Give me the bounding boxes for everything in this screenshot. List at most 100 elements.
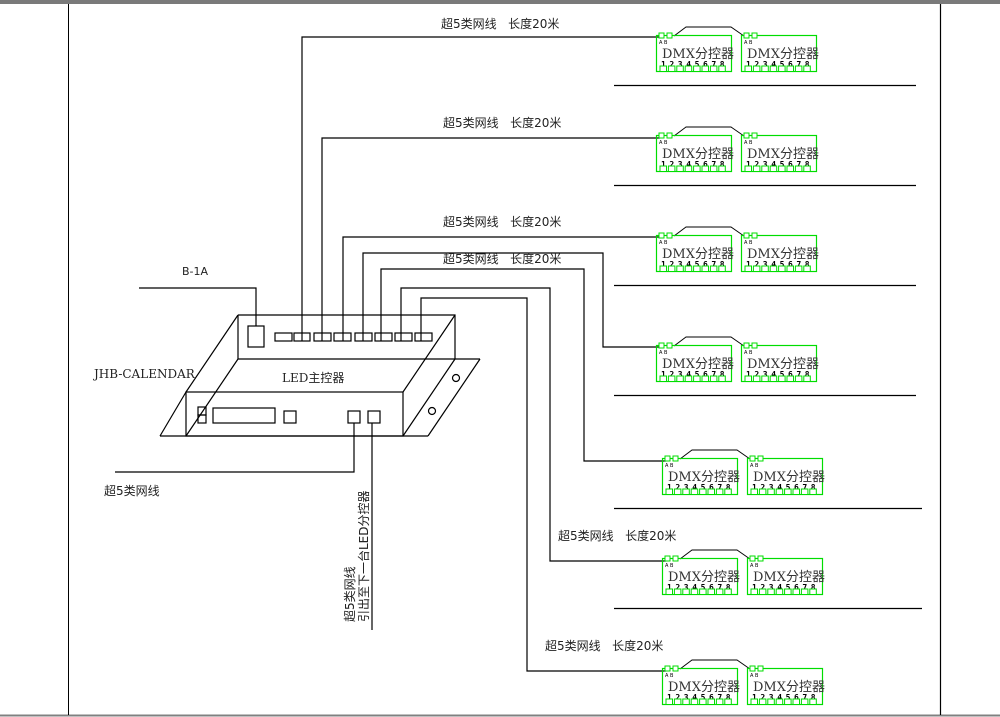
- cable-length-label: 超5类网线 长度20米: [558, 528, 676, 543]
- ab-label: A B: [659, 140, 668, 146]
- bottom-cable-line: [115, 423, 355, 473]
- output-port: [800, 698, 809, 705]
- output-port: [784, 698, 792, 705]
- output-pin-label: 6: [794, 483, 799, 492]
- output-pin-label: 4: [771, 160, 776, 169]
- output-pin-label: 2: [669, 160, 674, 169]
- output-port: [744, 65, 752, 72]
- cable-length-label: 超5类网线 长度20米: [443, 214, 561, 229]
- output-pin-label: 7: [717, 483, 722, 492]
- output-pin-label: 1: [667, 483, 672, 492]
- output-port: [752, 265, 761, 272]
- output-pin-label: 8: [811, 583, 816, 592]
- output-port: [701, 65, 709, 72]
- output-pin-label: 8: [805, 160, 810, 169]
- bottom-cable-label: 超5类网线: [104, 483, 160, 498]
- mount-hole-icon: [451, 373, 461, 383]
- output-pin-label: 4: [686, 260, 691, 269]
- output-port: [803, 65, 811, 72]
- output-pin-label: 1: [661, 370, 666, 379]
- output-pin-label: 6: [788, 60, 793, 69]
- daisy-chain-link: [673, 336, 745, 347]
- display-panel: [212, 407, 276, 424]
- cable-length-label: 超5类网线 长度20米: [441, 16, 559, 31]
- output-pin-label: 1: [667, 583, 672, 592]
- output-port: [718, 265, 726, 272]
- splitter-label: DMX分控器: [747, 147, 819, 162]
- output-pin-label: 5: [701, 583, 706, 592]
- output-port: [667, 165, 676, 172]
- output-port: [809, 488, 817, 495]
- output-port: [784, 488, 792, 495]
- output-port: [786, 265, 794, 272]
- output-port: [676, 65, 684, 72]
- output-pin-label: 8: [726, 693, 731, 702]
- controller-name-label: LED主控器: [282, 371, 344, 385]
- output-port: [701, 265, 709, 272]
- output-pin-label: 8: [726, 483, 731, 492]
- output-port: [792, 488, 800, 495]
- port-b: [751, 32, 758, 39]
- ab-label: A B: [744, 40, 753, 46]
- daisy-chain-link: [673, 126, 745, 137]
- output-port: [684, 265, 693, 272]
- splitter-label: DMX分控器: [753, 470, 825, 485]
- output-pin-label: 5: [780, 260, 785, 269]
- output-pin-label: 1: [746, 370, 751, 379]
- output-pin-label: 1: [752, 693, 757, 702]
- output-port: [752, 165, 761, 172]
- output-pin-label: 3: [769, 693, 774, 702]
- output-pin-label: 6: [709, 483, 714, 492]
- splitter-label: DMX分控器: [747, 357, 819, 372]
- splitter-label: DMX分控器: [662, 47, 734, 62]
- output-port: [792, 588, 800, 595]
- port-b: [757, 455, 764, 462]
- port-b: [751, 132, 758, 139]
- output-pin-label: 8: [805, 370, 810, 379]
- output-pin-label: 6: [794, 693, 799, 702]
- output-port: [794, 65, 803, 72]
- output-pin-label: 5: [695, 60, 700, 69]
- ab-label: A B: [659, 240, 668, 246]
- row-separators: [614, 84, 922, 610]
- output-port: [803, 165, 811, 172]
- output-port: [803, 265, 811, 272]
- output-pin-label: 7: [711, 260, 716, 269]
- output-pin-label: 7: [802, 583, 807, 592]
- feed-line: [400, 287, 666, 562]
- output-pin-label: 1: [661, 60, 666, 69]
- output-port: [794, 165, 803, 172]
- output-pin-label: 6: [703, 160, 708, 169]
- output-pin-label: 2: [754, 370, 759, 379]
- output-port: [769, 265, 778, 272]
- output-port: [709, 65, 718, 72]
- vertical-note-line2: 引出至下一台LED分控器: [356, 490, 371, 622]
- output-pin-label: 2: [760, 583, 765, 592]
- output-pin-label: 6: [788, 160, 793, 169]
- splitter-label: DMX分控器: [747, 247, 819, 262]
- feed-line: [321, 137, 660, 341]
- output-pin-label: 2: [754, 160, 759, 169]
- output-pin-label: 3: [678, 370, 683, 379]
- output-pin-label: 7: [711, 60, 716, 69]
- output-port: [659, 165, 667, 172]
- output-port: [775, 488, 784, 495]
- output-port: [744, 265, 752, 272]
- output-pin-label: 5: [786, 583, 791, 592]
- output-pin-label: 4: [692, 693, 697, 702]
- output-port: [786, 65, 794, 72]
- vertical-note-line1: 超5类网线: [342, 566, 357, 622]
- power-port: [247, 325, 265, 348]
- output-pin-label: 2: [675, 583, 680, 592]
- output-pin-label: 8: [720, 60, 725, 69]
- output-pin-label: 4: [777, 693, 782, 702]
- ab-label: A B: [750, 673, 759, 679]
- output-port: [800, 588, 809, 595]
- port-b: [666, 32, 673, 39]
- output-pin-label: 1: [667, 693, 672, 702]
- output-port: [684, 65, 693, 72]
